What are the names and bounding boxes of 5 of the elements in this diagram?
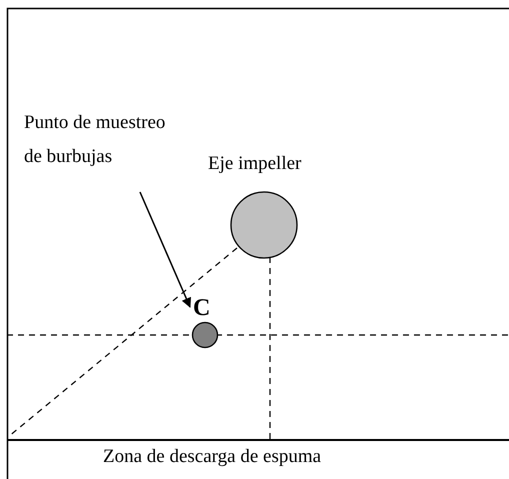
annotation-text: Punto de muestreo de burbujas <box>24 106 174 208</box>
arrow <box>139 192 191 308</box>
point-label: C <box>193 296 210 320</box>
zone-label: Zona de descarga de espuma <box>103 445 322 469</box>
node-label: Eje impeller <box>208 152 302 176</box>
